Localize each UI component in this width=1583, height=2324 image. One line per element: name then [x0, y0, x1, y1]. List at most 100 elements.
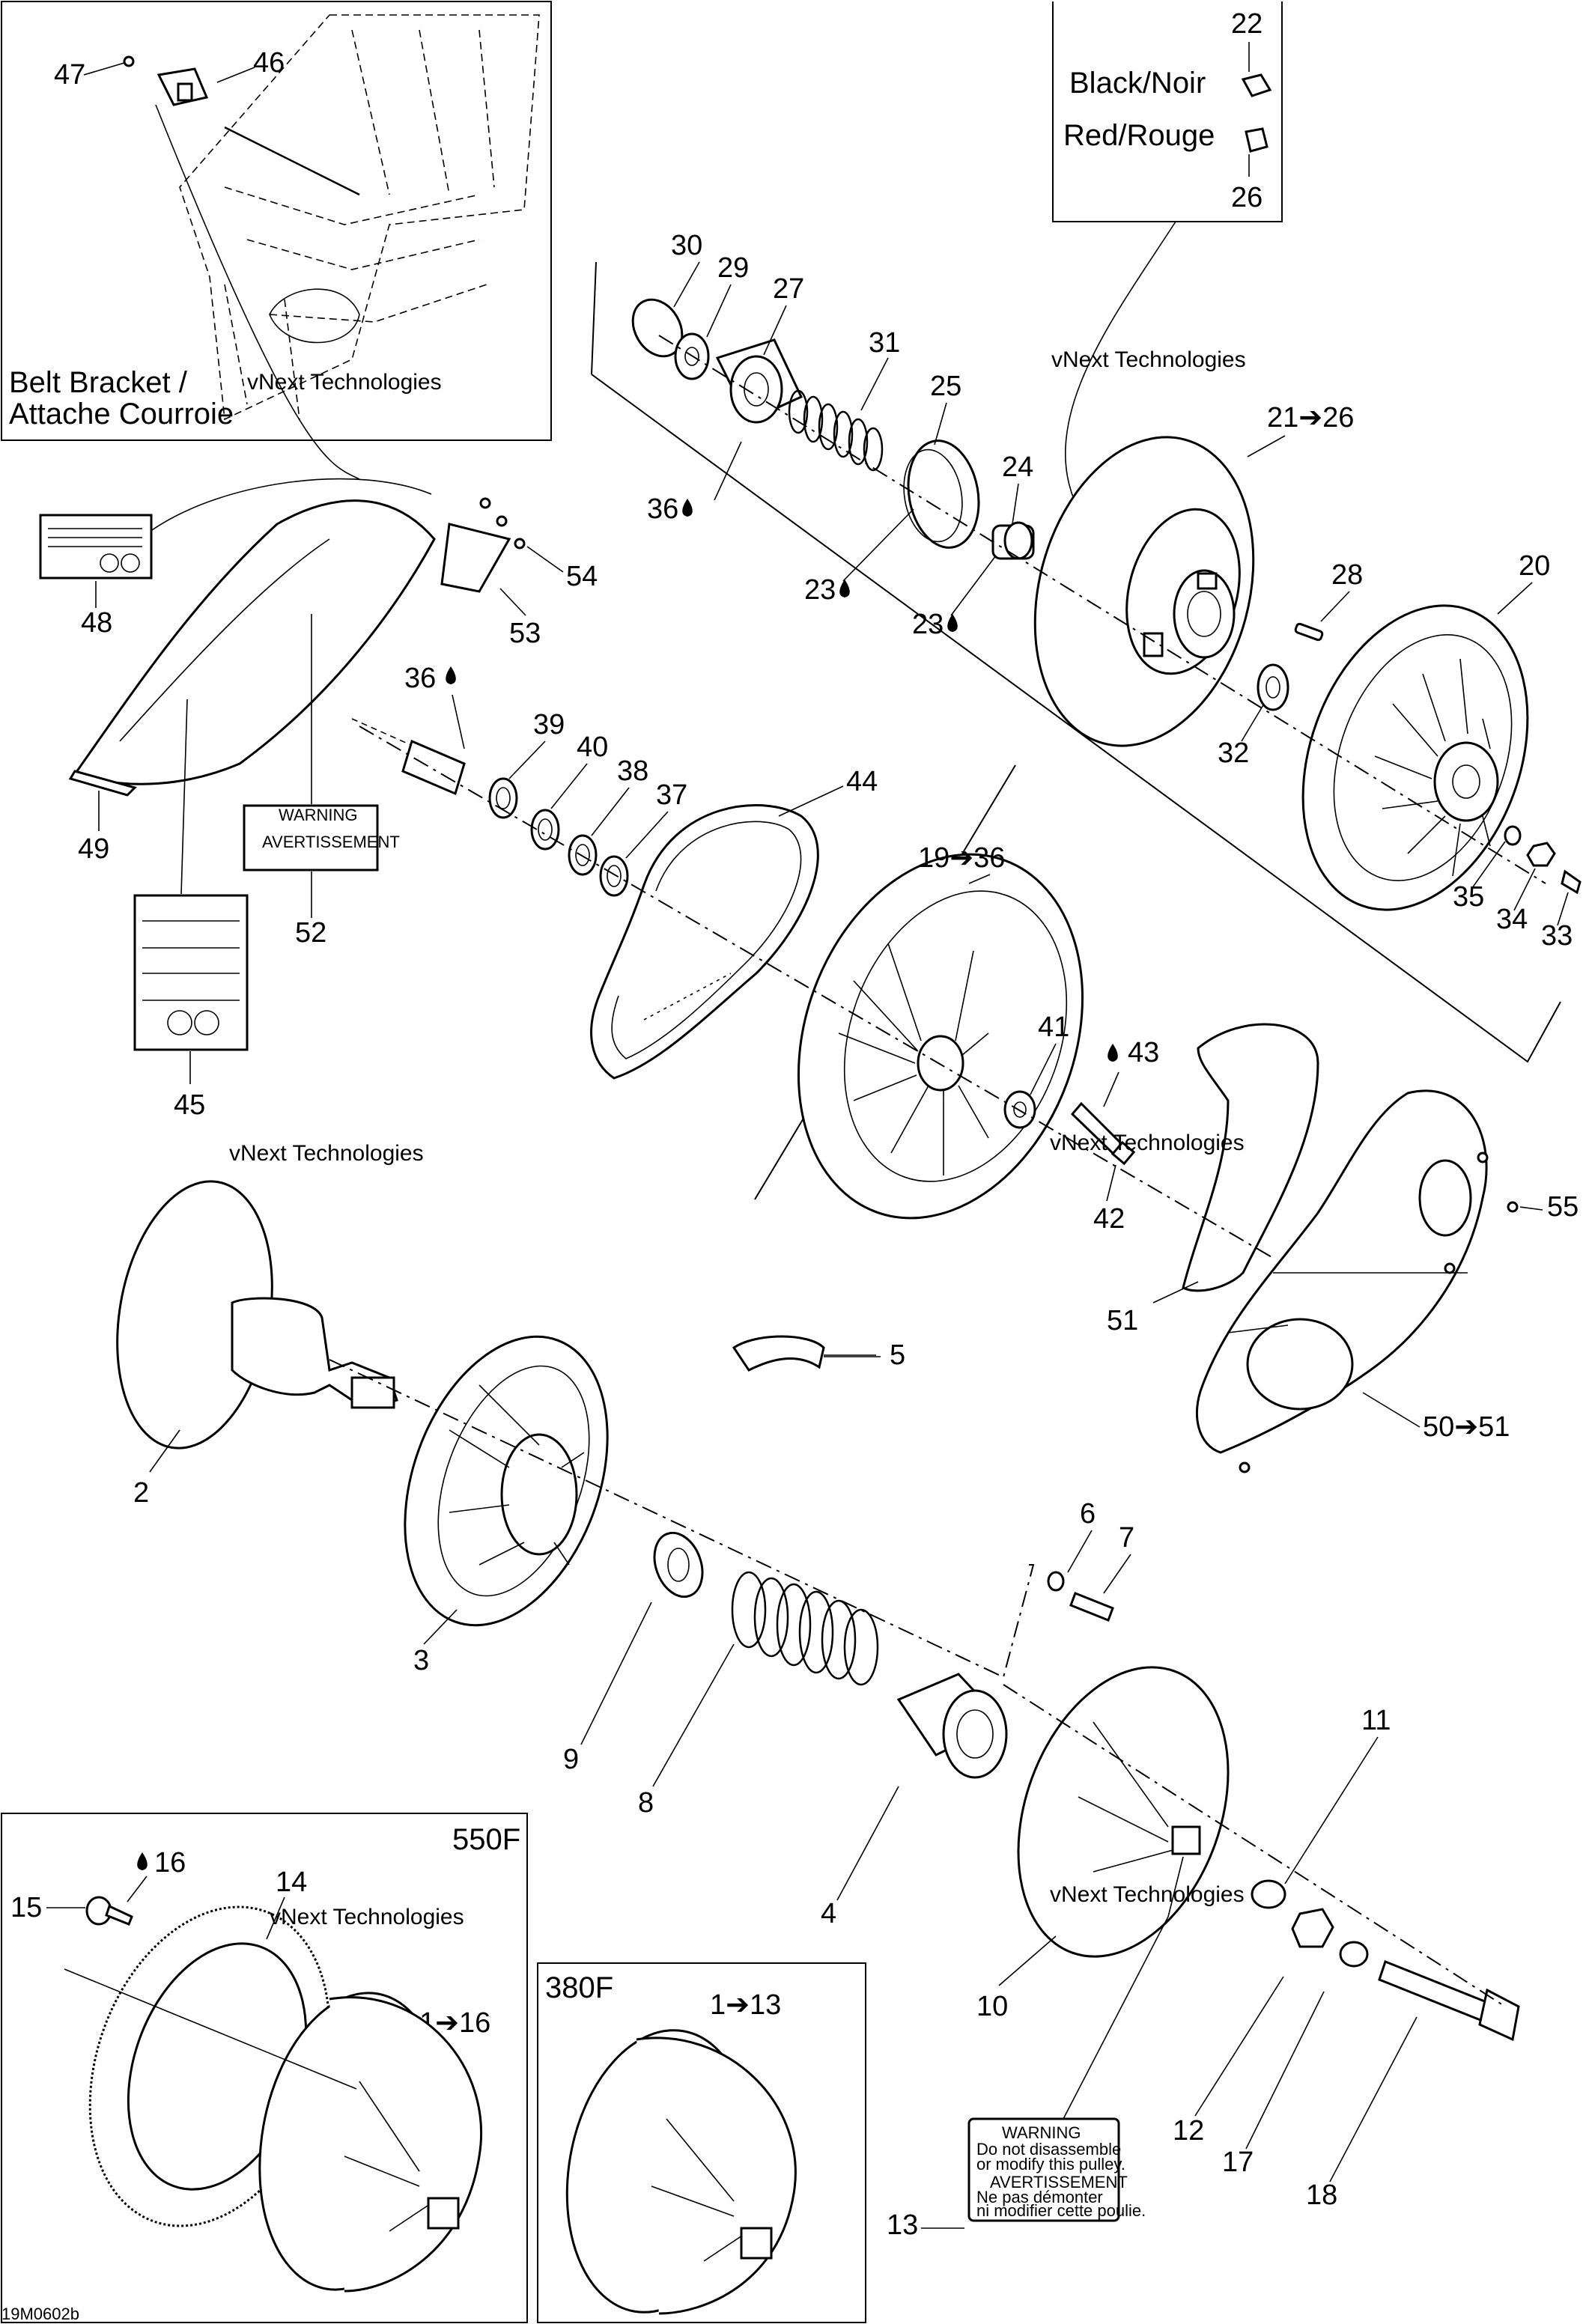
wire-color-inset: 22 Black/Noir Red/Rouge 26	[1052, 1, 1283, 510]
callout-12: 12	[1173, 2115, 1204, 2147]
centerline-low	[1003, 1684, 1506, 2007]
fastener-55c	[1444, 1262, 1456, 1274]
callout-28: 28	[1331, 559, 1363, 591]
washer-6	[1047, 1571, 1065, 1592]
callout-20: 20	[1519, 550, 1550, 582]
washer-35	[1504, 825, 1522, 846]
bushing-25	[903, 439, 980, 549]
fixed-half-20	[1301, 604, 1529, 911]
watermark-4: vNext Technologies	[1050, 1131, 1245, 1155]
nut-34	[1526, 842, 1556, 867]
drop-icon-23-left	[839, 580, 850, 597]
watermark-2: vNext Technologies	[1051, 347, 1246, 372]
warning-decal-13: WARNING Do not disassemble or modify thi…	[967, 2117, 1146, 2222]
callout-50: 50➔51	[1423, 1411, 1510, 1443]
callout-26: 26	[1231, 182, 1263, 213]
belt-guard-bracket-53	[440, 523, 511, 593]
callout-55: 55	[1547, 1191, 1579, 1223]
screw-7	[1069, 1592, 1114, 1622]
belt-guard-50	[1196, 1089, 1488, 1454]
centerline-mid	[359, 726, 1274, 1259]
callout-42: 42	[1093, 1203, 1125, 1235]
decal-13-line4: AVERTISSEMENT	[990, 2173, 1128, 2191]
washer-39	[488, 777, 518, 819]
callout-37: 37	[656, 779, 687, 811]
washer-41	[1003, 1090, 1036, 1129]
inset-380f-range: 1➔13	[710, 1989, 781, 2021]
driven-pulley-group-outline	[591, 261, 1561, 1063]
belt-bracket-inset: 47 46 Belt Bracket / Attache Courroie	[1, 1, 552, 441]
callout-38: 38	[617, 755, 648, 787]
watermark-5: vNext Technologies	[270, 1905, 464, 1929]
callout-7: 7	[1119, 1522, 1134, 1554]
red-connector-icon	[1245, 127, 1268, 153]
callout-54: 54	[566, 561, 598, 592]
callout-31: 31	[869, 327, 900, 359]
callout-18: 18	[1306, 2179, 1337, 2211]
bushing-24	[991, 521, 1035, 560]
callout-27: 27	[773, 273, 804, 305]
callout-33: 33	[1541, 920, 1573, 952]
spacer-9	[653, 1531, 704, 1598]
callout-40: 40	[577, 731, 608, 763]
callout-2: 2	[133, 1477, 149, 1509]
drive-belt-44	[590, 804, 819, 1080]
spring-31	[788, 389, 884, 472]
callout-9: 9	[563, 1744, 579, 1775]
callout-39: 39	[533, 709, 565, 740]
belt-guard-51	[1182, 1023, 1319, 1292]
decal-13-line5: Ne pas démonter	[976, 2188, 1103, 2206]
driven-pulley-assembly-19	[797, 853, 1084, 1220]
callout-48: 48	[81, 607, 112, 639]
splined-shaft	[351, 718, 466, 796]
decal-52: WARNING AVERTISSEMENT	[243, 804, 400, 872]
bolt-33	[1561, 869, 1582, 895]
decal-52-avertissement: AVERTISSEMENT	[262, 833, 400, 851]
decal-13-line2: Do not disassemble	[976, 2140, 1121, 2159]
callout-35: 35	[1453, 881, 1484, 913]
sliding-half-3	[404, 1335, 609, 1627]
inset-550f-title: 550F	[452, 1823, 520, 1856]
callout-49: 49	[78, 833, 109, 865]
belt-bracket-46-icon	[157, 67, 209, 106]
callout-11: 11	[1361, 1705, 1391, 1736]
black-noir-label: Black/Noir	[1069, 67, 1206, 100]
decal-13-line1: WARNING	[1002, 2123, 1081, 2142]
decal-48	[39, 514, 153, 580]
screw-54b	[496, 515, 508, 527]
sliding-half-21	[1033, 436, 1255, 747]
callout-46: 46	[253, 47, 285, 79]
callout-4: 4	[821, 1898, 836, 1929]
washer-17	[1339, 1941, 1369, 1968]
callout-3: 3	[413, 1645, 429, 1676]
belt-guard-assembly	[68, 104, 526, 797]
callout-16: 16	[154, 1847, 186, 1879]
screw-54c	[514, 538, 526, 550]
callout-43: 43	[1128, 1037, 1159, 1068]
black-connector-icon	[1241, 73, 1272, 97]
callout-52: 52	[295, 917, 326, 949]
callout-15: 15	[10, 1892, 42, 1923]
washer-32	[1257, 663, 1289, 711]
callout-41: 41	[1038, 1012, 1069, 1043]
callout-14: 14	[276, 1867, 307, 1898]
red-rouge-label: Red/Rouge	[1063, 119, 1215, 152]
washer-11	[1251, 1879, 1286, 1909]
callout-8: 8	[638, 1787, 654, 1819]
fastener-55b	[1507, 1201, 1519, 1213]
callout-53: 53	[509, 618, 541, 649]
inset-380f-title: 380F	[545, 1971, 613, 2004]
callout-24: 24	[1002, 451, 1033, 483]
callout-51: 51	[1107, 1305, 1138, 1336]
watermark-3: vNext Technologies	[229, 1141, 424, 1166]
callouts: 30 29 27 31 25 24 36 23 23 21➔26 28 20 3…	[78, 230, 1579, 2241]
drive-pulley-550	[258, 1992, 482, 2293]
shim-washers	[488, 777, 629, 897]
washer-37	[599, 855, 629, 897]
drop-icon-36-mid	[446, 666, 456, 684]
screw-15	[85, 1896, 133, 1926]
cam-27	[715, 338, 803, 424]
fixed-half-2	[116, 1180, 398, 1450]
callout-25: 25	[930, 371, 961, 402]
